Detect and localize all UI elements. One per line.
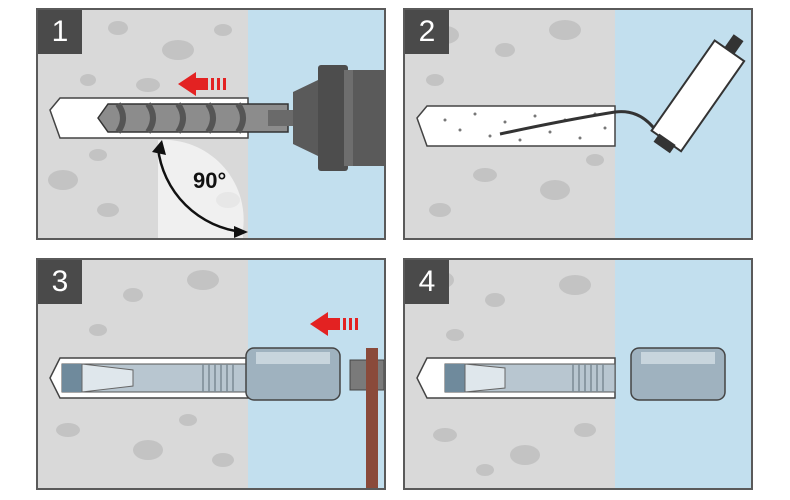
anchor — [444, 363, 616, 393]
setting-illustration — [38, 260, 384, 488]
step-1-panel: 90° 1 — [36, 8, 386, 240]
step-2-panel: 2 — [403, 8, 753, 240]
angle-arc — [156, 147, 244, 234]
hammer — [349, 348, 384, 488]
step-3-panel: 3 — [36, 258, 386, 490]
direction-arrow-icon — [178, 72, 226, 96]
step-badge: 3 — [38, 260, 82, 304]
blower-nozzle — [499, 110, 665, 143]
drilling-illustration — [38, 10, 384, 238]
drill-chuck — [293, 65, 384, 171]
angle-label: 90° — [193, 168, 227, 193]
step-badge: 4 — [405, 260, 449, 304]
step-badge: 2 — [405, 10, 449, 54]
direction-arrow-icon — [310, 312, 358, 336]
set-anchor-illustration — [405, 260, 751, 488]
anchor — [61, 363, 249, 393]
drill-bit — [97, 102, 298, 134]
step-4-panel: 4 — [403, 258, 753, 490]
cleaning-illustration — [405, 10, 751, 238]
blower-pump — [650, 34, 746, 154]
drill-hole — [416, 105, 616, 147]
step-badge: 1 — [38, 10, 82, 54]
